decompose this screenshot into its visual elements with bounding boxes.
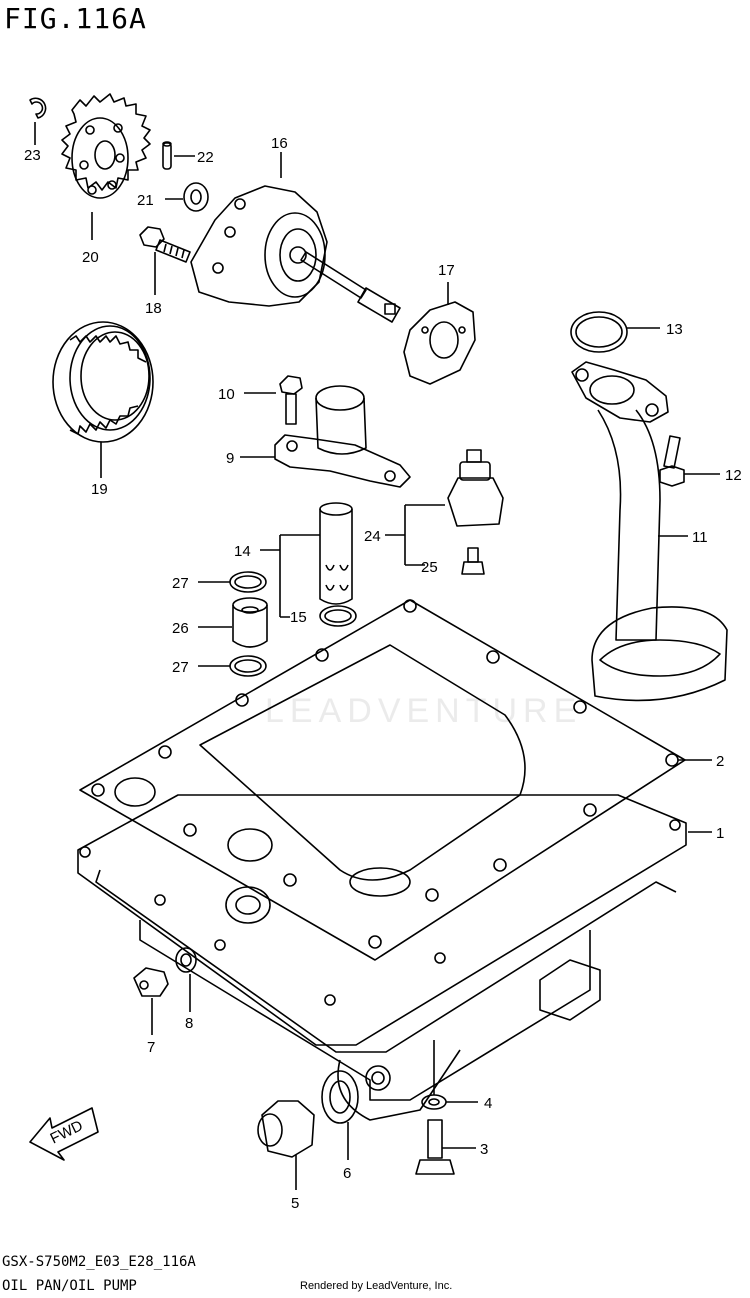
callout-18: 18 [145,300,162,317]
leader-14-15 [260,534,320,618]
part-25-bolt[interactable] [461,547,485,575]
render-credit: Rendered by LeadVenture, Inc. [300,1280,453,1292]
part-7-plug[interactable] [133,967,169,997]
callout-9: 9 [226,450,234,467]
callout-27-upper: 27 [172,575,189,592]
part-1-oil-pan[interactable] [77,794,687,1121]
model-code: GSX-S750M2_E03_E28_116A [2,1254,196,1270]
part-18-bolt[interactable] [139,226,191,263]
callout-7: 7 [147,1039,155,1056]
watermark: LEADVENTURE [265,692,583,730]
part-11-oil-strainer[interactable] [571,361,728,702]
part-2-gasket[interactable] [79,599,686,961]
part-24-oil-switch[interactable] [447,449,504,527]
callout-10: 10 [218,386,235,403]
callout-27-lower: 27 [172,659,189,676]
part-8-washer[interactable] [175,947,197,973]
callout-12: 12 [725,467,742,484]
callout-13: 13 [666,321,683,338]
part-10-bolt[interactable] [279,375,303,425]
callout-23: 23 [24,147,41,164]
section-name: OIL PAN/OIL PUMP [2,1278,137,1294]
part-5-drain-plug[interactable] [257,1100,315,1158]
part-6-gasket[interactable] [321,1070,359,1124]
part-20-sprocket[interactable] [61,93,151,199]
part-27-o-ring-upper[interactable] [229,571,267,593]
callout-4: 4 [484,1095,492,1112]
callout-22: 22 [197,149,214,166]
callout-21: 21 [137,192,154,209]
leader-24 [385,504,445,566]
callout-2: 2 [716,753,724,770]
callout-20: 20 [82,249,99,266]
part-3-bolt[interactable] [415,1119,455,1175]
part-22-pin[interactable] [162,141,172,170]
part-14-relief-valve[interactable] [319,502,353,605]
callout-24: 24 [364,528,381,545]
part-27-o-ring-lower[interactable] [229,655,267,677]
part-19-ring-gear[interactable] [52,321,154,443]
part-23-circlip[interactable] [29,97,47,119]
part-17-gasket[interactable] [403,301,476,385]
part-26-dowel[interactable] [232,597,268,648]
part-12-bolt[interactable] [659,435,685,487]
callout-5: 5 [291,1195,299,1212]
fwd-arrow-icon [29,1107,99,1161]
callout-8: 8 [185,1015,193,1032]
callout-3: 3 [480,1141,488,1158]
callout-6: 6 [343,1165,351,1182]
callout-1: 1 [716,825,724,842]
part-16-oil-pump[interactable] [190,185,401,323]
callout-19: 19 [91,481,108,498]
part-13-o-ring[interactable] [570,311,628,353]
callout-16: 16 [271,135,288,152]
part-21-washer[interactable] [183,182,209,212]
callout-17: 17 [438,262,455,279]
callout-15: 15 [290,609,307,626]
callout-14: 14 [234,543,251,560]
figure-title: FIG.116A [4,2,147,35]
callout-26: 26 [172,620,189,637]
callout-25: 25 [421,559,438,576]
part-15-o-ring[interactable] [319,605,357,627]
callout-11: 11 [692,529,708,546]
part-9-housing[interactable] [274,385,411,488]
